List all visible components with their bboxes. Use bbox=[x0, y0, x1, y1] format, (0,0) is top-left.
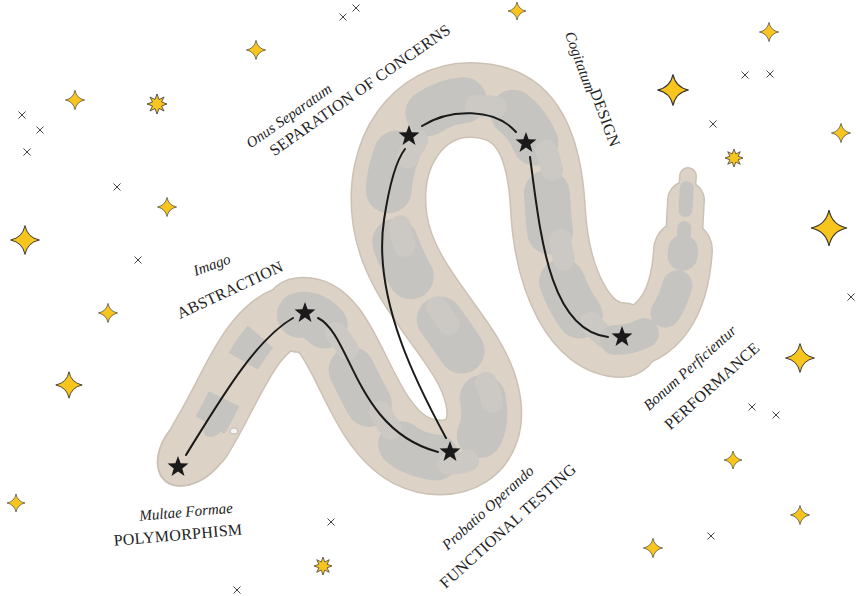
snake-tail-outline bbox=[615, 250, 683, 340]
cross-mark bbox=[328, 519, 335, 526]
latin-label: Imago bbox=[191, 251, 233, 280]
snake-pattern bbox=[615, 250, 683, 340]
constellation-line bbox=[422, 113, 516, 132]
snake-body-outline bbox=[300, 100, 622, 458]
snake-pattern bbox=[310, 106, 632, 464]
concept-label: POLYMORPHISM bbox=[113, 521, 243, 550]
constellation-star bbox=[516, 132, 537, 152]
cross-mark bbox=[773, 412, 780, 419]
constellation-stars bbox=[168, 125, 633, 476]
snake-eye bbox=[230, 428, 238, 434]
constellation-line bbox=[382, 149, 446, 438]
cross-mark bbox=[340, 14, 347, 21]
cross-mark bbox=[24, 149, 31, 156]
constellation-line bbox=[186, 318, 293, 455]
constellation-star bbox=[440, 441, 461, 461]
sparkle bbox=[246, 40, 265, 59]
sparkle bbox=[657, 74, 688, 105]
cross-mark bbox=[19, 112, 26, 119]
constellation-star bbox=[399, 125, 420, 145]
sparkle bbox=[643, 538, 662, 557]
cross-mark bbox=[234, 587, 241, 594]
sparkle bbox=[759, 22, 778, 41]
cross-mark bbox=[767, 71, 774, 78]
constellation-star bbox=[612, 326, 633, 346]
sparkle bbox=[157, 197, 176, 216]
constellation-star bbox=[168, 456, 189, 476]
sparkle bbox=[790, 505, 809, 524]
cross-mark bbox=[114, 184, 121, 191]
sparkle bbox=[11, 226, 40, 255]
sparkle bbox=[147, 94, 167, 114]
snake-tail bbox=[615, 250, 683, 340]
sparkle bbox=[98, 303, 117, 322]
sparkle bbox=[725, 149, 743, 167]
sparkle bbox=[724, 451, 742, 469]
cross-mark bbox=[353, 5, 360, 12]
snake-body bbox=[141, 100, 688, 502]
sparkle bbox=[65, 90, 84, 109]
latin-label: Multae Formae bbox=[139, 500, 234, 525]
concept-label: ABSTRACTION bbox=[174, 258, 286, 323]
sparkle bbox=[831, 123, 850, 142]
latin-label: Cogitatum bbox=[561, 29, 598, 94]
sparkle bbox=[786, 344, 815, 373]
sparkle bbox=[314, 557, 332, 575]
constellation-star bbox=[295, 302, 316, 322]
cross-mark bbox=[708, 533, 715, 540]
snake-pattern bbox=[300, 100, 622, 458]
sparkle-stars bbox=[7, 2, 851, 575]
cross-mark bbox=[37, 127, 44, 134]
sparkle bbox=[811, 210, 847, 246]
snake-pattern bbox=[683, 185, 687, 250]
cross-mark bbox=[848, 294, 855, 301]
concept-label: SEPARATION OF CONCERNS bbox=[266, 21, 454, 160]
cross-mark bbox=[135, 257, 142, 264]
sparkle bbox=[56, 372, 82, 398]
concept-label: DESIGN bbox=[586, 87, 623, 150]
constellation-line bbox=[530, 157, 608, 337]
sparkle bbox=[7, 494, 25, 512]
cross-mark bbox=[710, 121, 717, 128]
cross-mark bbox=[742, 72, 749, 79]
snake-body-fill bbox=[300, 100, 622, 458]
cross-marks bbox=[19, 5, 855, 594]
cross-mark bbox=[749, 404, 756, 411]
sparkle bbox=[508, 2, 526, 20]
